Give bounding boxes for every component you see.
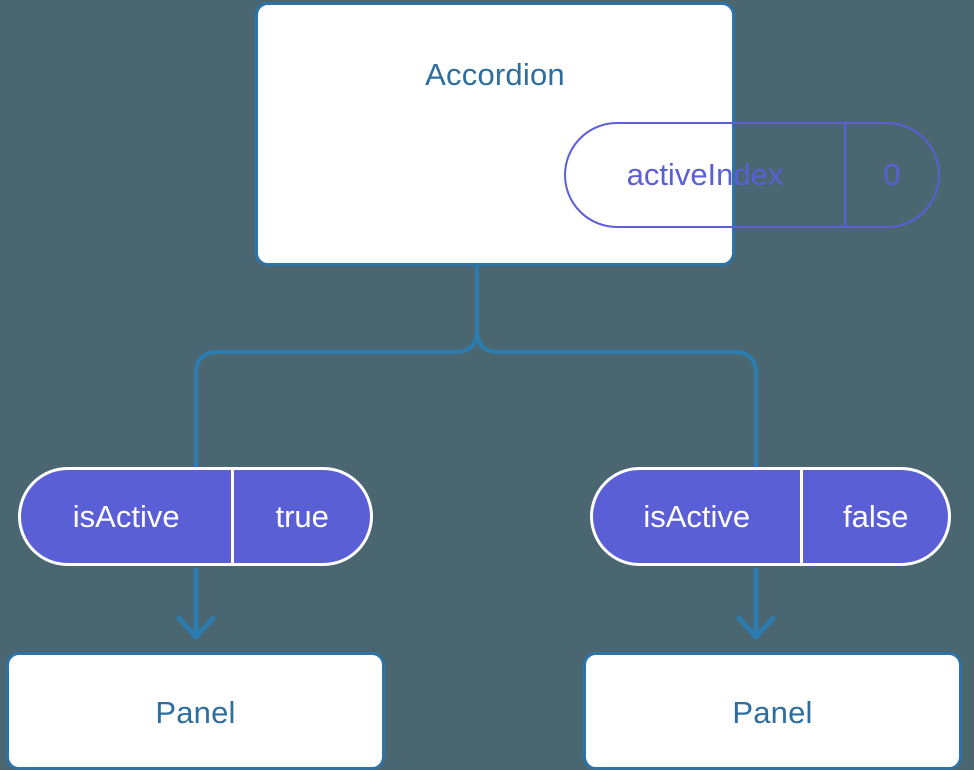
state-pill-value: 0	[844, 124, 938, 226]
accordion-title: Accordion	[425, 57, 565, 92]
prop-pill-key: isActive	[643, 498, 751, 534]
panel-component-card-left[interactable]: Panel	[6, 652, 385, 770]
prop-pill-value: false	[800, 470, 948, 563]
state-pill-key: activeIndex	[626, 157, 784, 192]
prop-pill-key: isActive	[72, 498, 180, 534]
connector-left-branch	[194, 266, 479, 470]
panel-title: Panel	[155, 695, 236, 730]
connector-right-branch	[475, 266, 758, 470]
prop-pill-left-is-active[interactable]: isActive true	[18, 467, 373, 566]
prop-pill-value: true	[231, 470, 370, 563]
arrow-right-head-icon	[736, 615, 776, 640]
panel-title: Panel	[732, 695, 813, 730]
arrow-left-head-icon	[176, 615, 216, 640]
panel-component-card-right[interactable]: Panel	[583, 652, 962, 770]
accordion-component-card[interactable]: Accordion activeIndex 0	[255, 2, 940, 266]
prop-pill-right-is-active[interactable]: isActive false	[590, 467, 951, 566]
state-pill-active-index[interactable]: activeIndex 0	[564, 122, 940, 228]
